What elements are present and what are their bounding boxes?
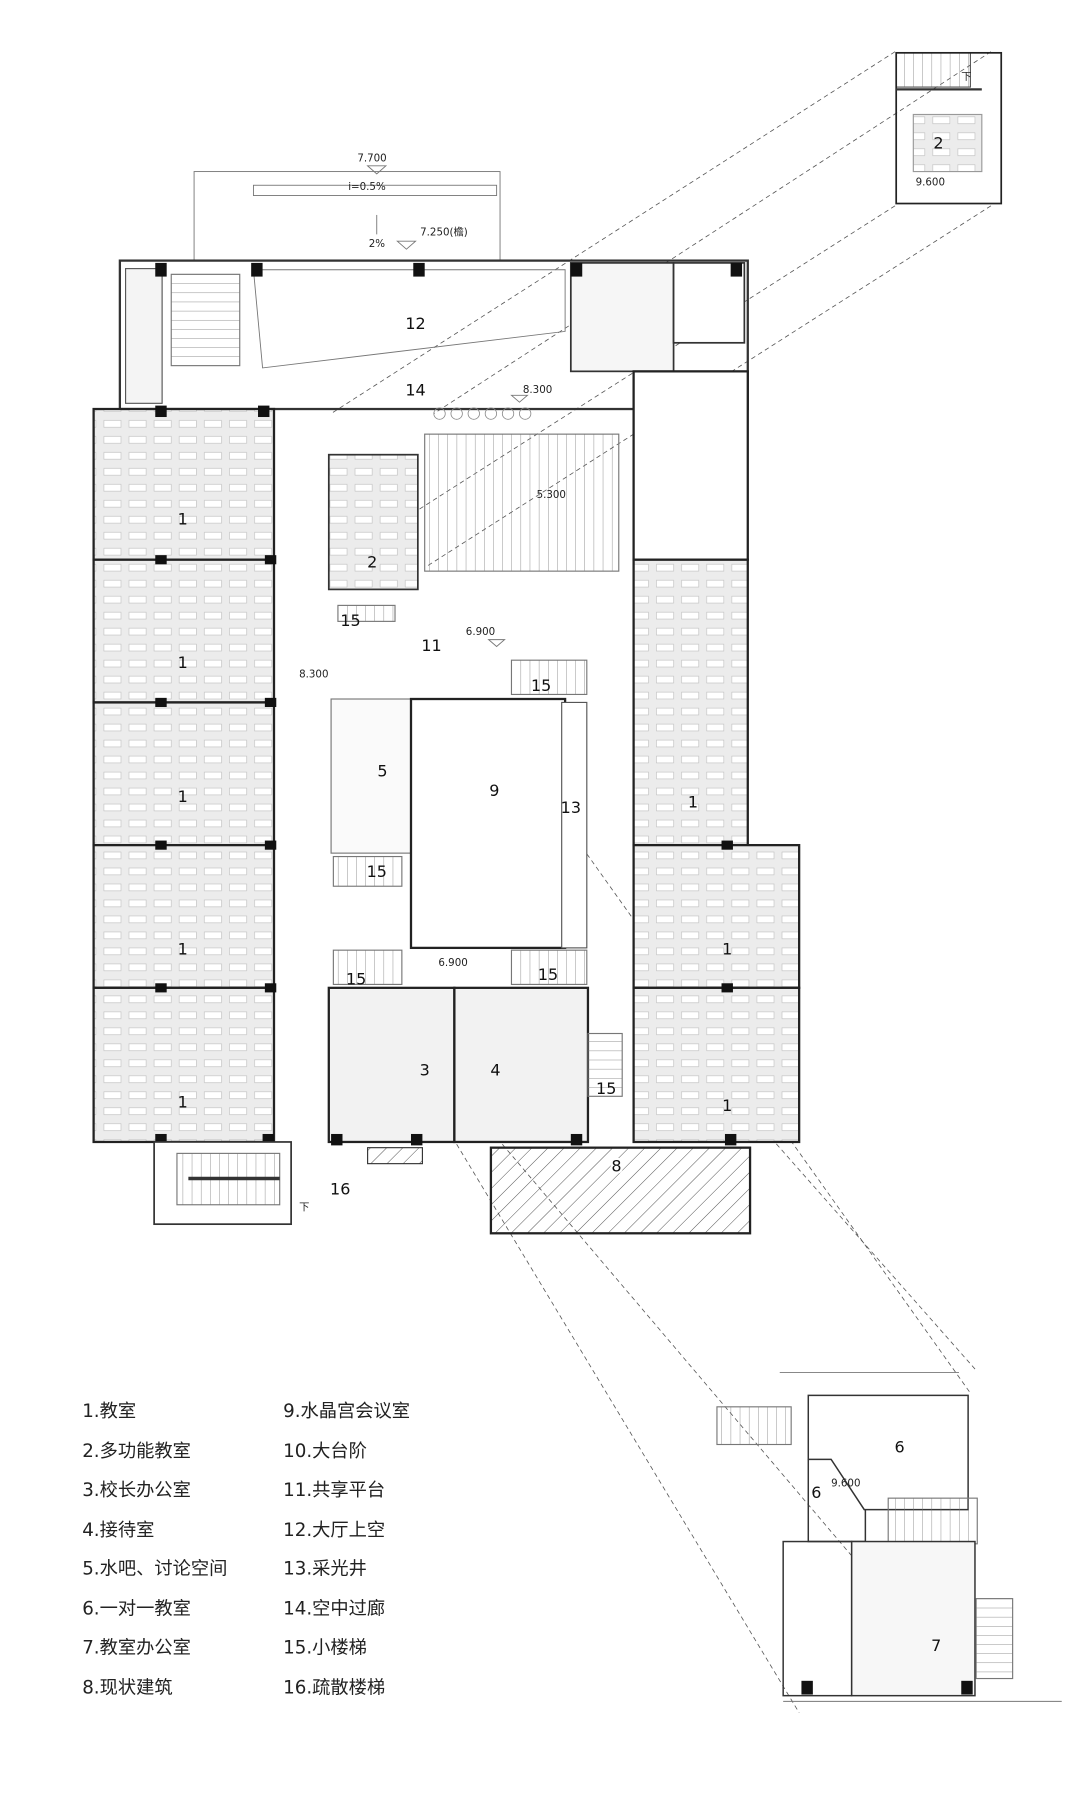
legend-item: 7.教室办公室 [82,1637,191,1658]
stair-down-marker: 下 [299,1201,309,1213]
roof-canopy: 7.700 i=0.5% 2% 7.250(檐) [193,152,501,262]
legend-item: 3.校长办公室 [82,1480,191,1501]
room-label-1: 1 [178,787,188,806]
legend-item: 10.大台阶 [283,1441,367,1462]
room-label-1: 1 [722,940,732,959]
south-block: 8 16 下 [153,1141,752,1235]
room-label-15: 15 [531,676,551,695]
legend-item: 5.水吧、讨论空间 [82,1559,227,1580]
elevation-upper: 9.600 [916,176,945,188]
legend-item: 14.空中过廊 [283,1599,385,1620]
elevation-corridor: 8.300 [523,384,552,396]
elevation-platform: 6.900 [466,626,495,638]
room-label-14: 14 [405,380,425,399]
central-block: 2 5.300 11 6.900 15 15 5 9 13 15 15 15 6… [327,433,623,1144]
room-label-15: 15 [346,969,366,988]
stair-down-marker: 下 [961,71,971,83]
legend-item: 16.疏散楼梯 [283,1677,385,1698]
room-label-2: 2 [933,134,943,153]
room-label-2: 2 [367,553,377,572]
legend-item: 13.采光井 [283,1559,367,1580]
elevation-eave: 7.250(檐) [420,225,468,238]
room-label-1: 1 [722,1096,732,1115]
room-label-13: 13 [561,798,581,817]
legend-item: 15.小楼梯 [283,1637,367,1658]
room-label-6: 6 [895,1437,905,1456]
room-label-3: 3 [420,1061,430,1080]
room-label-15: 15 [596,1079,616,1098]
inset-one-on-one: 6 6 9.600 7 [716,1372,1062,1702]
room-label-1: 1 [178,653,188,672]
legend-item: 9.水晶宫会议室 [283,1401,410,1422]
room-label-9: 9 [489,781,499,800]
room-label-7: 7 [931,1636,941,1655]
room-label-6: 6 [811,1483,821,1502]
room-label-1: 1 [688,792,698,811]
elevation-platform-2: 6.900 [438,957,467,969]
room-label-16: 16 [330,1179,350,1198]
elevation-7700: 7.700 [357,152,386,164]
room-label-11: 11 [421,636,441,655]
room-label-15: 15 [367,862,387,881]
elevation-upper-2: 9.600 [831,1478,860,1490]
room-label-15: 15 [538,965,558,984]
room-label-1: 1 [178,1093,188,1112]
room-label-1: 1 [178,509,188,528]
room-label-5: 5 [377,762,387,781]
legend-item: 8.现状建筑 [82,1677,172,1698]
room-label-12: 12 [405,314,425,333]
slope-label: i=0.5% [348,181,386,193]
room-label-4: 4 [490,1061,500,1080]
east-block: 1 1 1 [632,370,801,1144]
legend-item: 12.大厅上空 [283,1520,385,1541]
legend: 1.教室 2.多功能教室 3.校长办公室 4.接待室 5.水吧、讨论空间 6.一… [82,1401,410,1698]
legend-item: 6.一对一教室 [82,1599,191,1620]
room-label-8: 8 [611,1157,621,1176]
elevation-stair: 5.300 [537,489,566,501]
room-label-1: 1 [178,940,188,959]
legend-item: 4.接待室 [82,1520,154,1541]
inset-upper-multifunction: 2 9.600 下 [895,51,1003,205]
north-block: 12 14 8.300 [118,259,749,420]
west-classrooms: 1 1 1 1 1 8.300 [92,407,329,1144]
elevation-corridor-west: 8.300 [299,668,328,680]
slope-2-label: 2% [369,238,386,250]
legend-item: 2.多功能教室 [82,1441,191,1462]
structural-columns [155,262,743,1146]
legend-item: 11.共享平台 [283,1480,385,1501]
legend-item: 1.教室 [82,1401,136,1422]
room-label-15: 15 [340,611,360,630]
